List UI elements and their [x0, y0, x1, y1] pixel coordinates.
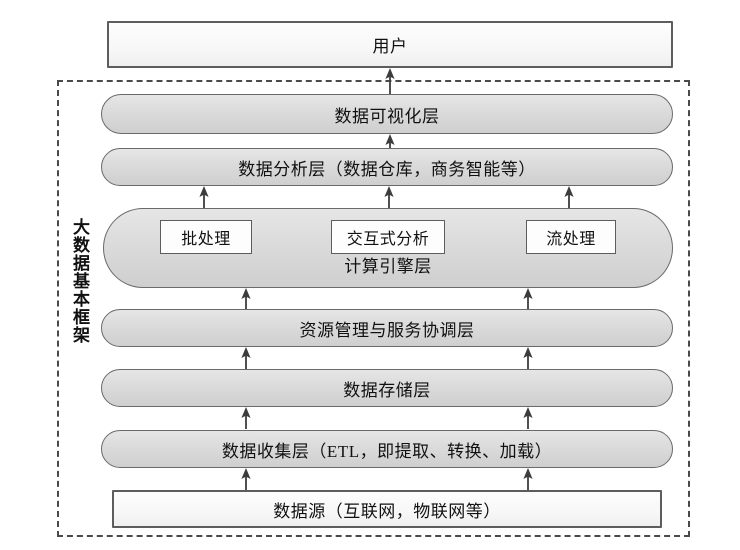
arrow-storage-to-resource-right — [521, 347, 535, 369]
node-data-collection-layer: 数据收集层（ETL，即提取、转换、加载） — [101, 430, 673, 468]
node-visualization-layer: 数据可视化层 — [101, 94, 673, 134]
node-user: 用户 — [107, 21, 673, 68]
arrow-visualization-to-user — [383, 68, 397, 94]
node-batch-processing: 批处理 — [160, 220, 252, 254]
node-data-storage-layer: 数据存储层 — [101, 369, 673, 407]
framework-boundary — [57, 80, 690, 537]
arrow-engine-to-analysis-left — [197, 186, 211, 208]
node-resource-management-layer: 资源管理与服务协调层 — [101, 309, 673, 347]
arrow-engine-to-analysis-center — [382, 186, 396, 208]
node-interactive-analysis: 交互式分析 — [331, 220, 445, 254]
arrow-source-to-collection-right — [521, 468, 535, 490]
arrow-engine-to-analysis-right — [562, 186, 576, 208]
node-data-source: 数据源（互联网，物联网等） — [112, 490, 662, 528]
arrow-storage-to-resource-left — [239, 347, 253, 369]
framework-vertical-label: 大数据基本框架 — [70, 218, 89, 344]
arrow-source-to-collection-left — [239, 468, 253, 490]
arrow-collection-to-storage-left — [239, 407, 253, 429]
node-stream-processing: 流处理 — [526, 220, 616, 254]
node-analysis-layer: 数据分析层（数据仓库，商务智能等） — [101, 148, 673, 186]
arrow-collection-to-storage-right — [521, 407, 535, 429]
